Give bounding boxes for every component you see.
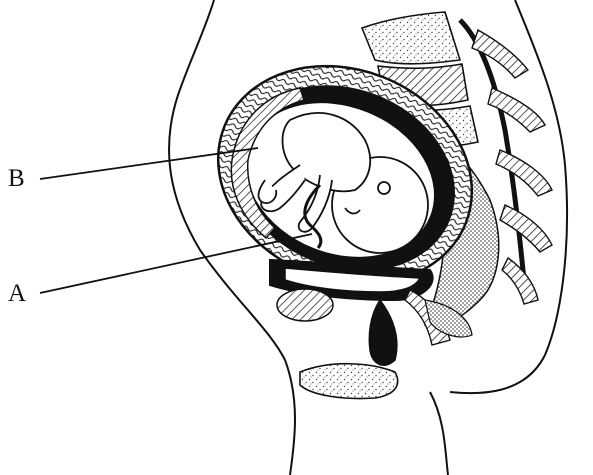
perineum	[300, 364, 398, 399]
label-b: B	[8, 166, 25, 191]
label-a: A	[8, 281, 26, 306]
pubic-bone	[277, 289, 333, 321]
vagina	[369, 300, 397, 365]
